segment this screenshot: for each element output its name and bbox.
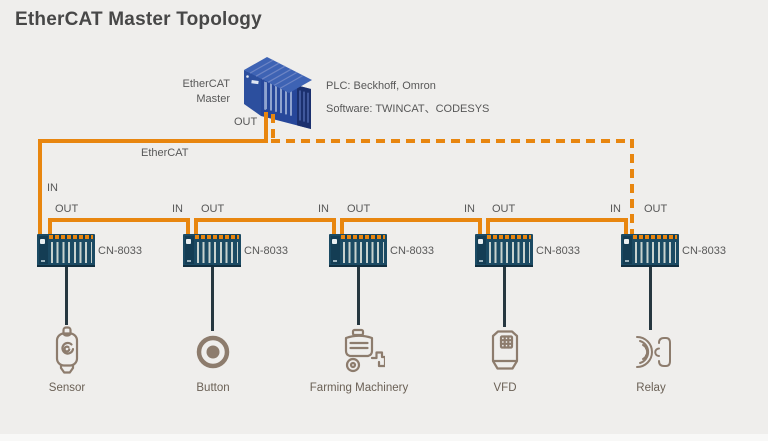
- master-plc-info: PLC: Beckhoff, Omron: [326, 80, 436, 92]
- cable-segment-4: [486, 218, 628, 222]
- module-port: [624, 239, 629, 244]
- device-4-label: VFD: [493, 382, 517, 394]
- module-1-out-label: OUT: [55, 203, 79, 215]
- module-led: [41, 260, 45, 262]
- cable-trunk-horizontal: [38, 139, 268, 143]
- module-base: [621, 265, 679, 267]
- module-2-out-label: OUT: [201, 203, 225, 215]
- module-4-out-label: OUT: [492, 203, 516, 215]
- module-coupler: [185, 236, 194, 264]
- cable-dashed-master-stub: [271, 114, 275, 141]
- io-module-4: [475, 234, 533, 267]
- module-4-in-label: IN: [464, 203, 475, 215]
- cable-segment-3: [340, 218, 482, 222]
- cable-in-drop-5: [624, 218, 628, 247]
- sensor-icon: [55, 326, 79, 374]
- module-4-model: CN-8033: [536, 245, 581, 257]
- cable-dashed-horizontal: [271, 139, 634, 143]
- module-coupler: [39, 236, 48, 264]
- module-slots: [489, 242, 530, 263]
- module-port: [40, 239, 45, 244]
- module-terminal-strip: [487, 235, 531, 239]
- master-name-line1: EtherCAT: [182, 78, 230, 90]
- module-coupler: [477, 236, 486, 264]
- module-5-in-label: IN: [610, 203, 621, 215]
- module-port: [332, 239, 337, 244]
- module-5-out-label: OUT: [644, 203, 668, 215]
- device-5-label: Relay: [636, 382, 666, 394]
- module-slots: [343, 242, 384, 263]
- module-led: [479, 260, 483, 262]
- device-cable-3: [357, 267, 360, 325]
- cable-segment-1: [48, 218, 190, 222]
- module-3-out-label: OUT: [347, 203, 371, 215]
- cable-in-drop-4: [478, 218, 482, 247]
- module-coupler: [331, 236, 340, 264]
- master-software-info: Software: TWINCAT、CODESYS: [326, 103, 490, 115]
- module-coupler: [623, 236, 632, 264]
- module-1-in-label: IN: [47, 182, 58, 194]
- cable-out-riser-1: [48, 218, 52, 238]
- device-cable-2: [211, 267, 214, 331]
- cable-out-riser-2: [194, 218, 198, 238]
- cable-dashed-right-drop: [630, 139, 634, 237]
- module-3-model: CN-8033: [390, 245, 435, 257]
- module-base: [329, 265, 387, 267]
- module-led: [333, 260, 337, 262]
- bottom-strip: [0, 434, 768, 441]
- module-slots: [197, 242, 238, 263]
- module-port: [186, 239, 191, 244]
- cable-in-drop-2: [186, 218, 190, 247]
- module-terminal-strip: [341, 235, 385, 239]
- device-2-label: Button: [196, 382, 230, 394]
- module-2-model: CN-8033: [244, 245, 289, 257]
- module-port: [478, 239, 483, 244]
- module-base: [475, 265, 533, 267]
- module-terminal-strip: [195, 235, 239, 239]
- cable-segment-2: [194, 218, 336, 222]
- module-terminal-strip: [49, 235, 93, 239]
- master-out-label: OUT: [234, 116, 258, 128]
- device-1-label: Sensor: [48, 382, 86, 394]
- cable-left-drop: [38, 139, 42, 247]
- vfd-icon: [491, 330, 519, 370]
- cable-out-riser-4: [486, 218, 490, 238]
- trunk-cable-label: EtherCAT: [141, 147, 189, 159]
- master-name-line2: Master: [196, 93, 230, 105]
- cable-master-out-vertical: [264, 112, 268, 142]
- module-3-in-label: IN: [318, 203, 329, 215]
- io-module-3: [329, 234, 387, 267]
- device-cable-1: [65, 267, 68, 325]
- device-cable-4: [503, 267, 506, 327]
- page-title: EtherCAT Master Topology: [15, 9, 262, 30]
- device-cable-5: [649, 267, 652, 330]
- cable-out-riser-3: [340, 218, 344, 238]
- module-1-model: CN-8033: [98, 245, 143, 257]
- io-module-1: [37, 234, 95, 267]
- io-module-5: [621, 234, 679, 267]
- module-5-model: CN-8033: [682, 245, 727, 257]
- farming-machinery-icon: [344, 328, 385, 373]
- module-slots: [635, 242, 676, 263]
- device-3-label: Farming Machinery: [309, 382, 409, 394]
- module-led: [625, 260, 629, 262]
- cable-in-drop-3: [332, 218, 336, 247]
- module-2-in-label: IN: [172, 203, 183, 215]
- io-module-2: [183, 234, 241, 267]
- module-terminal-strip: [633, 235, 677, 239]
- push-button-icon: [196, 335, 230, 369]
- module-base: [37, 265, 95, 267]
- module-led: [187, 260, 191, 262]
- module-slots: [51, 242, 92, 263]
- module-base: [183, 265, 241, 267]
- relay-icon: [636, 336, 671, 368]
